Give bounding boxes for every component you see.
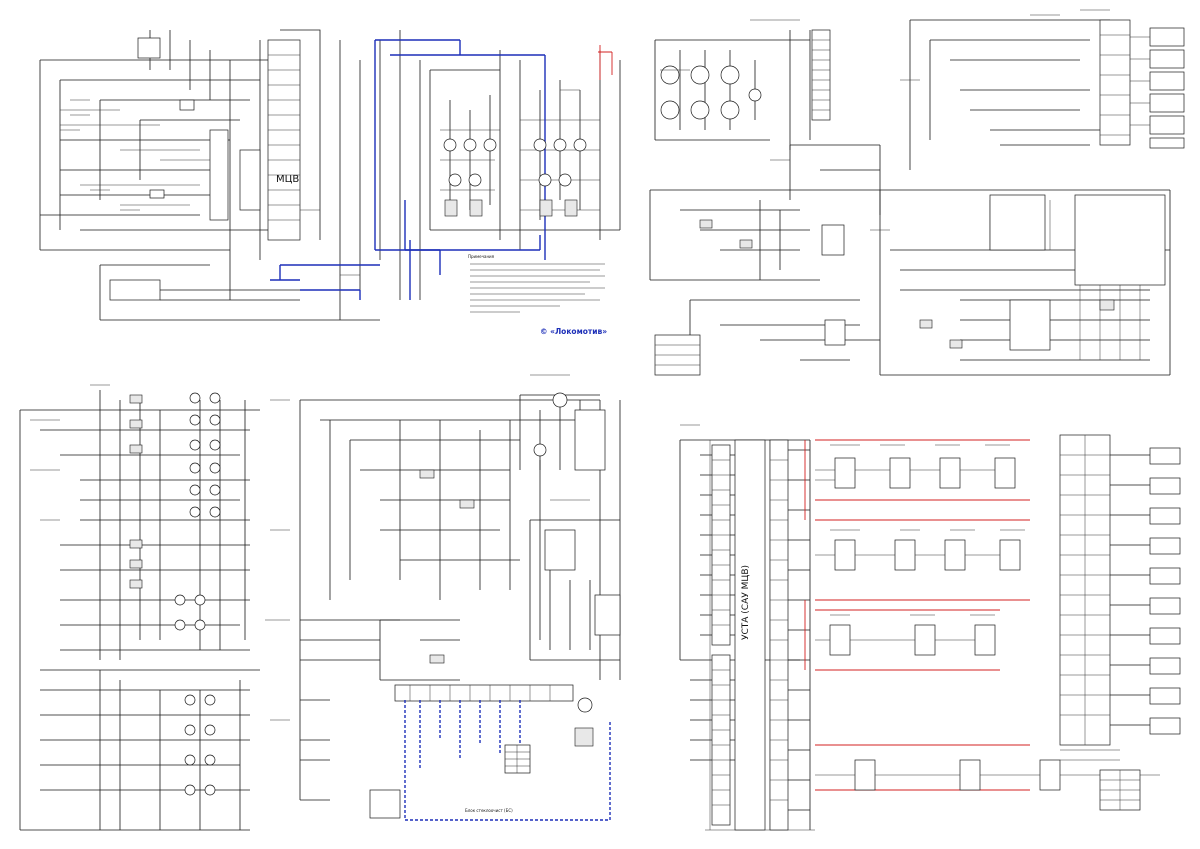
- wiring-top-left: [39, 29, 621, 321]
- right-panel-outputs: [1149, 447, 1181, 735]
- bs-terminal-bus: [394, 684, 574, 702]
- annotations-bottom-right: [680, 424, 1120, 761]
- output-blocks-top-right: [1130, 27, 1185, 149]
- quadrant-top-left: МЦВ: [39, 29, 621, 336]
- bs-table-lines: [505, 745, 530, 773]
- bottom-table-block: [1099, 769, 1141, 811]
- notes-heading: Примечания: [468, 254, 495, 259]
- notes-text-lines: [470, 263, 605, 313]
- module-wiring-bottom-right: [815, 469, 1160, 776]
- annotations-top-left: [60, 89, 580, 276]
- blue-bus-top-left: [270, 39, 546, 300]
- motors-top-right: [660, 65, 762, 120]
- coils-top-right: [699, 219, 1115, 349]
- motor-coils-top-left: [443, 138, 587, 217]
- bs-controller-box: [369, 789, 401, 819]
- mcv-terminal-rows: [268, 54, 300, 221]
- bs-actuator: [574, 727, 594, 747]
- bs-bus-dividers: [409, 685, 551, 701]
- quadrant-bottom-left: Блок стеклоочист (БС): [19, 374, 621, 831]
- quadrant-bottom-right: УСТА (САУ МЦВ): [679, 424, 1181, 831]
- relay-blocks-top-left: [109, 37, 261, 301]
- contactor-panel: [1074, 194, 1166, 286]
- right-panel-rows: [1060, 435, 1150, 745]
- lamp-array-bottom-left: [174, 392, 593, 796]
- annotations-bottom-left: [30, 374, 590, 721]
- red-bus-bottom-right: [804, 439, 1030, 791]
- usta-block-label: УСТА (САУ МЦВ): [741, 565, 751, 640]
- usta-main-block: [734, 439, 766, 831]
- quadrant-top-right: [649, 9, 1185, 376]
- sensor-modules-bottom-right: [829, 457, 1061, 791]
- watermark: © «Локомотив»: [540, 327, 607, 336]
- mcv-terminal-block: [267, 39, 301, 241]
- mcv-block-label: МЦВ: [276, 174, 299, 185]
- bs-block-label: Блок стеклоочист (БС): [465, 808, 513, 813]
- bs-dashed-enclosure: [404, 700, 611, 821]
- relays-bottom-left: [129, 394, 621, 664]
- terminal-strips-bottom-right: [711, 439, 789, 831]
- aux-relay-box: [1009, 299, 1051, 351]
- terminal-strips-top-right: [811, 19, 1131, 346]
- relay-panel: [989, 194, 1046, 251]
- annotations-top-right: [660, 9, 1110, 231]
- small-switch-block: [654, 334, 701, 376]
